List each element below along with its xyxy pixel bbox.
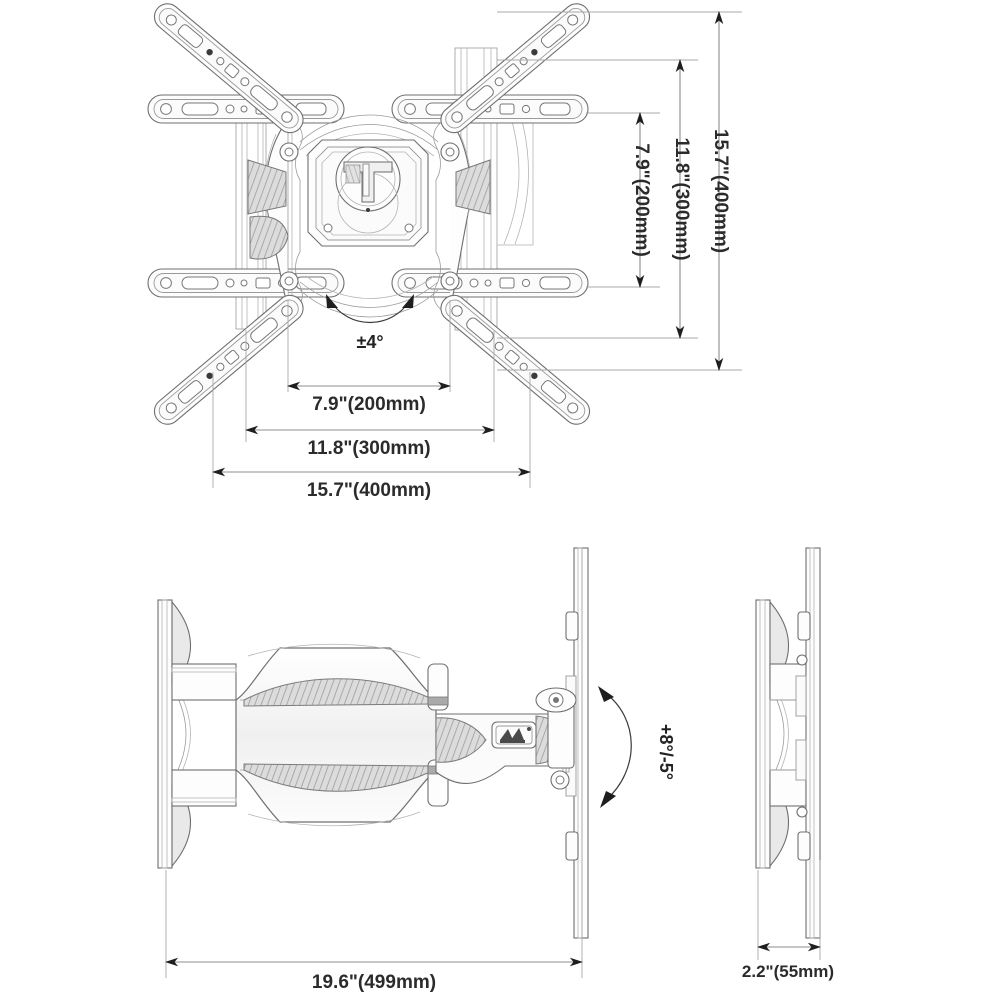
dim-arm-extension: 19.6"(499mm) [312, 972, 436, 993]
bottom-dimensions: 19.6"(499mm) 2.2"(55mm) [164, 548, 834, 993]
rotation-angle-label: ±4° [356, 332, 383, 352]
dim-vesa-h-300: 11.8"(300mm) [307, 438, 430, 459]
dim-vesa-v-400: 15.7"(400mm) [710, 129, 731, 253]
dim-vesa-v-300: 11.8"(300mm) [671, 137, 692, 260]
folded-panel-plate [755, 599, 807, 869]
grip-pad-right [455, 159, 491, 215]
front-vertical-dimensions: 7.9"(200mm) 11.8"(300mm) 15.7"(400mm) [497, 10, 742, 372]
side-view-folded-assembly [755, 547, 821, 939]
tilt-angle-label: +8°/-5° [656, 724, 676, 780]
top-view-extended-assembly: +8°/-5° [157, 547, 676, 939]
dim-vesa-h-200: 7.9"(200mm) [312, 394, 426, 415]
tilt-arc-icon [598, 686, 632, 808]
front-view-assembly: ±4° [147, 0, 596, 431]
brand-logo-icon [500, 727, 531, 743]
hinge-pivot-bracket [535, 687, 577, 790]
dim-vesa-v-200: 7.9"(200mm) [631, 143, 652, 257]
dim-wall-depth: 2.2"(55mm) [742, 962, 834, 981]
front-horizontal-dimensions: 7.9"(200mm) 11.8"(300mm) 15.7"(400mm) [211, 300, 532, 501]
extension-arm-body [235, 643, 437, 827]
grip-pad-left [247, 159, 289, 260]
panel-flange-lower [171, 769, 237, 807]
dim-vesa-h-400: 15.7"(400mm) [307, 480, 431, 501]
center-vesa-plate [307, 139, 429, 247]
rotation-arc-icon [326, 294, 414, 323]
folded-wall-column [795, 547, 821, 939]
panel-flange-upper [171, 663, 237, 701]
